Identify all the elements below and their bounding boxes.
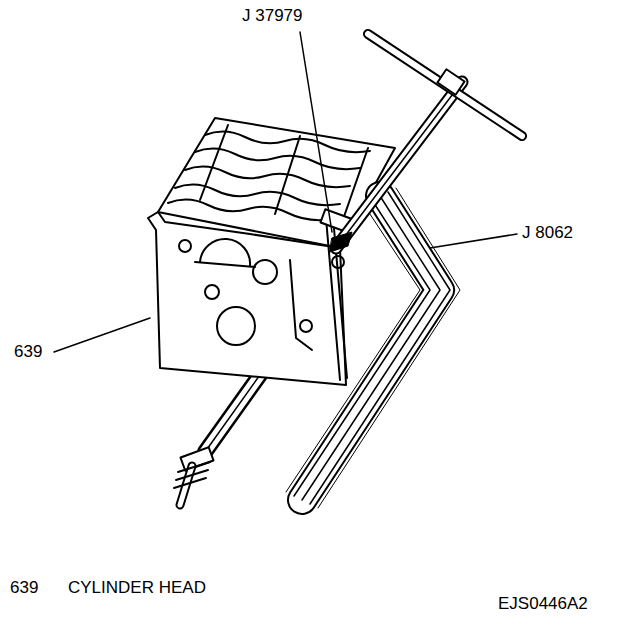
line-art	[290, 260, 312, 350]
line-art	[300, 32, 332, 232]
line-art	[253, 260, 277, 284]
adapter-tool	[321, 209, 354, 380]
line-art	[286, 205, 420, 492]
leader-line	[54, 32, 517, 352]
line-art	[330, 232, 352, 252]
line-art	[336, 82, 462, 248]
line-art	[437, 69, 464, 95]
line-art	[148, 212, 346, 385]
line-art	[54, 318, 150, 352]
line-art	[200, 239, 250, 266]
line-art	[185, 166, 350, 187]
line-art	[174, 462, 210, 488]
callout-number: 639	[14, 342, 42, 362]
line-art	[368, 34, 522, 136]
line-art	[181, 447, 214, 470]
line-art	[336, 82, 462, 248]
line-art	[336, 82, 462, 248]
compressor-frame	[286, 188, 460, 508]
line-art	[310, 192, 450, 504]
figure-code: EJS0446A2	[498, 594, 588, 614]
line-art	[195, 262, 255, 267]
line-art	[205, 131, 370, 152]
compressor-lower-arm	[174, 372, 262, 505]
line-art	[179, 240, 191, 252]
compressor-screw	[330, 34, 522, 252]
line-art	[368, 34, 522, 136]
line-art	[205, 285, 219, 299]
line-art	[294, 200, 430, 496]
tool-number: J 37979	[242, 6, 303, 26]
line-art	[300, 320, 312, 332]
line-art	[205, 372, 262, 452]
line-art	[430, 234, 517, 248]
line-art	[195, 148, 360, 169]
line-art	[205, 372, 262, 452]
tool-number: J 8062	[522, 223, 573, 243]
line-art	[168, 199, 333, 220]
callout-number: 639	[10, 578, 38, 598]
line-art	[200, 125, 368, 228]
line-art	[318, 188, 460, 508]
line-art	[217, 307, 255, 345]
cylinder-head	[148, 118, 395, 385]
part-name: CYLINDER HEAD	[68, 578, 206, 598]
line-art	[205, 372, 262, 452]
